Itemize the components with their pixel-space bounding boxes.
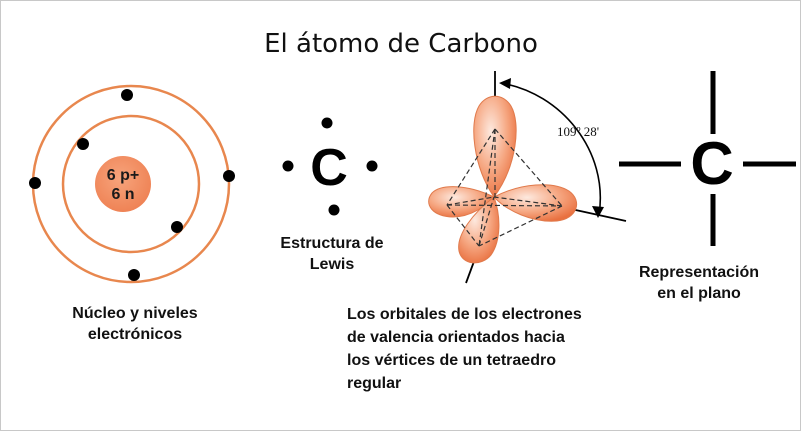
nucleus-protons: 6 p+	[107, 167, 139, 184]
arc-arrowhead	[592, 206, 604, 218]
orbitals-caption-line4: regular	[347, 375, 401, 392]
lewis-electron	[282, 160, 294, 172]
arc-arrowhead	[499, 78, 511, 89]
nucleus-neutrons: 6 n	[111, 186, 134, 203]
orbitals-caption-line3: los vértices de un tetraedro	[347, 352, 556, 369]
orbitals-caption-line2: de valencia orientados hacia	[347, 329, 565, 346]
lewis-electron	[321, 117, 333, 129]
electron	[29, 177, 41, 189]
tetrahedral-orbitals: 109º 28'	[428, 71, 627, 284]
nucleus	[95, 156, 151, 212]
electron	[128, 269, 140, 281]
lewis-caption-line1: Estructura de	[280, 235, 383, 252]
shells-caption-line2: electrónicos	[88, 326, 182, 343]
plane-representation: C	[619, 71, 796, 246]
lewis-electron	[328, 204, 340, 216]
electron	[121, 89, 133, 101]
orbitals-caption-line1: Los orbitales de los electrones	[347, 306, 582, 323]
inner-shell	[61, 114, 201, 254]
lewis-caption-line2: Lewis	[310, 256, 355, 273]
electron	[223, 170, 235, 182]
electron	[171, 221, 183, 233]
bond-angle-arc	[500, 82, 602, 216]
lewis-structure: C	[282, 117, 378, 216]
lewis-carbon-symbol: C	[310, 139, 348, 197]
tetrahedron-edges	[446, 128, 563, 247]
atom-shells-model: 6 p+ 6 n	[29, 84, 235, 284]
plane-carbon-symbol: C	[690, 130, 733, 197]
bond-angle-label: 109º 28'	[557, 124, 599, 139]
shells-caption-line1: Núcleo y niveles	[72, 305, 197, 322]
plane-caption-line1: Representación	[639, 264, 759, 281]
diagram-title: El átomo de Carbono	[264, 29, 538, 59]
electron	[77, 138, 89, 150]
plane-caption-line2: en el plano	[657, 285, 741, 302]
lewis-electron	[366, 160, 378, 172]
